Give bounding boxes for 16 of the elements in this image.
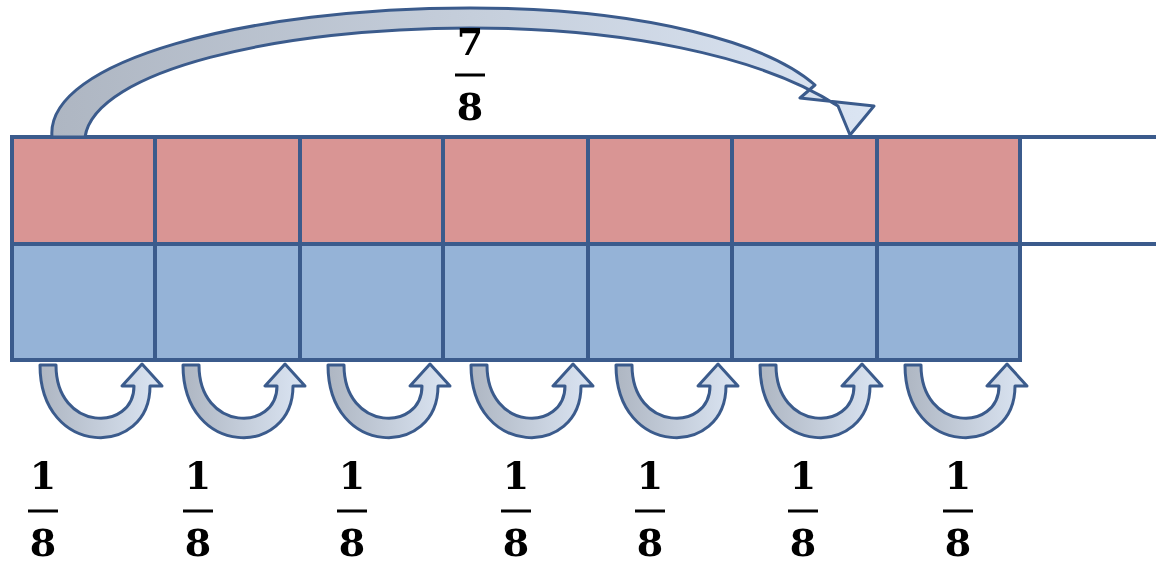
denominator: 8 [29, 523, 57, 563]
denominator: 8 [456, 87, 484, 127]
numerator: 1 [502, 456, 530, 496]
numerator: 7 [456, 22, 484, 62]
denominator: 8 [944, 523, 972, 563]
denominator: 8 [789, 523, 817, 563]
numerator: 1 [944, 456, 972, 496]
numerator: 1 [789, 456, 817, 496]
numerator: 1 [29, 456, 57, 496]
denominator: 8 [502, 523, 530, 563]
denominator: 8 [338, 523, 366, 563]
numerator: 1 [338, 456, 366, 496]
numerator: 1 [184, 456, 212, 496]
denominator: 8 [636, 523, 664, 563]
numerator: 1 [636, 456, 664, 496]
denominator: 8 [184, 523, 212, 563]
